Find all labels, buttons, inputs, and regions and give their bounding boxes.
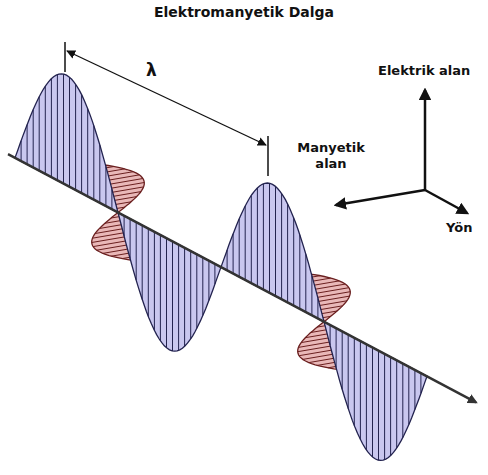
- field-vector: [99, 145, 100, 203]
- direction-axis: [425, 190, 467, 213]
- field-vector: [196, 254, 197, 328]
- field-vector: [402, 364, 403, 438]
- field-vector: [227, 250, 228, 270]
- electric-lobe: [324, 322, 427, 461]
- field-vector: [160, 235, 161, 341]
- field-vector: [178, 245, 179, 351]
- field-vector: [142, 225, 143, 299]
- electric-field-label: Elektrik alan: [378, 63, 470, 79]
- direction-label: Yön: [446, 220, 472, 236]
- field-vector: [420, 373, 421, 393]
- propagation-axis: [8, 154, 476, 402]
- field-vector: [63, 74, 64, 184]
- field-vector: [39, 97, 40, 171]
- field-vector: [275, 187, 276, 297]
- field-vector: [105, 166, 106, 206]
- electric-lobe: [221, 183, 324, 322]
- field-vector: [378, 351, 379, 461]
- field-vector: [287, 204, 288, 303]
- field-vector: [414, 370, 415, 410]
- field-vector: [281, 193, 282, 299]
- field-vector: [305, 254, 306, 312]
- field-lobes: [8, 74, 476, 461]
- field-vector: [239, 219, 240, 277]
- field-vector: [208, 261, 209, 301]
- field-vector: [124, 216, 125, 236]
- field-vector: [166, 238, 167, 348]
- wavelength-label: λ: [146, 60, 157, 81]
- field-vector: [87, 109, 88, 197]
- field-vector: [311, 276, 312, 316]
- field-vector: [269, 183, 270, 292]
- field-vector: [366, 344, 367, 450]
- electric-lobe: [15, 74, 118, 213]
- field-vector: [390, 357, 391, 456]
- field-vector: [172, 241, 173, 351]
- field-vector: [396, 360, 397, 448]
- field-vector: [202, 258, 203, 316]
- field-vector: [263, 184, 264, 290]
- field-vector: [111, 189, 112, 209]
- field-vector: [293, 218, 294, 306]
- field-vector: [257, 188, 258, 287]
- field-vector: [190, 251, 191, 339]
- field-vector: [360, 341, 361, 440]
- field-vector: [348, 335, 349, 409]
- dimension-tick: [267, 136, 269, 176]
- field-vector: [330, 325, 331, 345]
- field-vector: [148, 229, 149, 317]
- field-vector: [130, 219, 131, 259]
- field-vector: [51, 79, 52, 178]
- field-vector: [233, 234, 234, 274]
- field-vector: [245, 206, 246, 280]
- electric-axis: [424, 90, 427, 190]
- lobe-outline: [15, 74, 118, 213]
- field-vector: [69, 77, 70, 187]
- field-vector: [45, 86, 46, 174]
- field-vector: [33, 110, 34, 168]
- field-vector: [251, 195, 252, 283]
- magnetic-axis: [336, 190, 425, 205]
- field-vector: [372, 347, 373, 457]
- lobe-outline: [324, 322, 427, 461]
- field-vector: [81, 95, 82, 194]
- field-vector: [93, 126, 94, 200]
- dimension-tick: [64, 42, 66, 72]
- field-vector: [27, 125, 28, 165]
- wavelength-arrow: [67, 51, 266, 145]
- field-vector: [299, 235, 300, 309]
- magnetic-field-label: Manyetik alan: [294, 140, 368, 173]
- lobe-outline: [221, 183, 324, 322]
- field-vector: [317, 298, 318, 318]
- field-vector: [384, 354, 385, 460]
- field-vector: [408, 367, 409, 425]
- field-vector: [336, 328, 337, 368]
- field-vector: [354, 338, 355, 426]
- field-vector: [214, 264, 215, 284]
- field-vector: [21, 141, 22, 161]
- field-vector: [136, 222, 137, 280]
- lobe-outline: [118, 213, 221, 352]
- diagram-title: Elektromanyetik Dalga: [154, 4, 334, 22]
- field-vector: [342, 331, 343, 389]
- field-vector: [184, 248, 185, 346]
- field-vector: [75, 84, 76, 190]
- field-vector: [154, 232, 155, 330]
- field-vector: [57, 75, 58, 181]
- electric-lobe: [118, 213, 221, 352]
